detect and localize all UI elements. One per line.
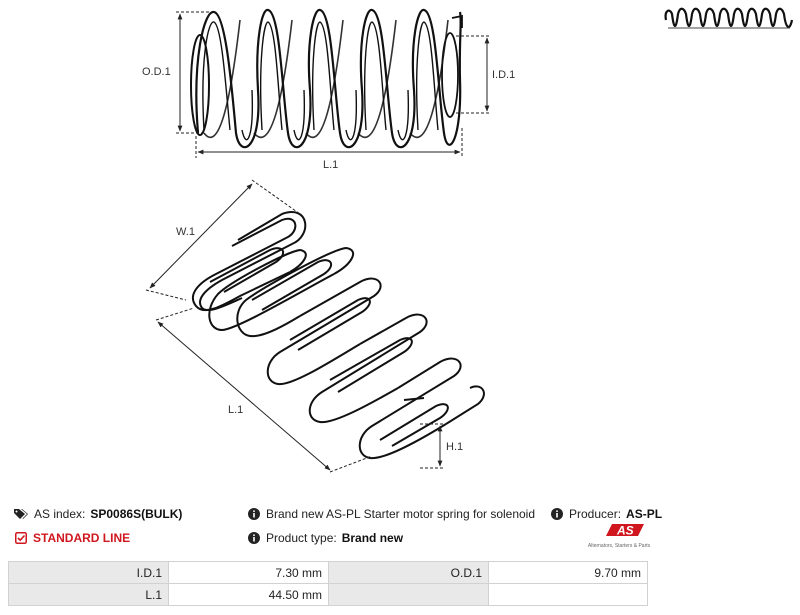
producer-value: AS-PL: [626, 507, 663, 521]
spec-value: 7.30 mm: [168, 561, 329, 584]
product-type-value: Brand new: [341, 531, 404, 545]
specification-table: I.D.1 7.30 mm O.D.1 9.70 mm L.1 44.50 mm: [8, 561, 648, 606]
as-index-label: AS index:: [34, 507, 86, 521]
spring-photo-thumbnail[interactable]: [664, 7, 794, 29]
as-index-value: SP0086S(BULK): [90, 507, 183, 521]
as-pl-logo: AS: [584, 522, 654, 554]
product-type: Product type: Brand new: [248, 527, 403, 549]
info-icon: [551, 508, 563, 520]
spec-key: O.D.1: [328, 561, 489, 584]
spec-key: I.D.1: [8, 561, 169, 584]
id-label: I.D.1: [492, 69, 515, 81]
standard-line-label: STANDARD LINE: [33, 531, 131, 545]
producer-label: Producer:: [569, 507, 622, 521]
spec-value: 44.50 mm: [168, 583, 329, 606]
od-label: O.D.1: [142, 66, 171, 78]
spring-perspective-view: [191, 211, 485, 460]
logo-caption: Alternators, Starters & Parts: [587, 543, 651, 549]
width-label: W.1: [176, 226, 195, 238]
bottom-length-label: L.1: [228, 404, 243, 416]
table-row: I.D.1 7.30 mm O.D.1 9.70 mm: [8, 561, 648, 584]
spec-key: [328, 583, 489, 606]
spec-value: 9.70 mm: [488, 561, 648, 584]
as-index: AS index: SP0086S(BULK): [14, 503, 182, 525]
info-row-2: STANDARD LINE Product type: Brand new: [0, 527, 800, 549]
tags-icon: [14, 508, 28, 520]
product-type-label: Product type:: [266, 531, 337, 545]
top-length-label: L.1: [323, 159, 338, 171]
checkbox-checked-icon: [15, 532, 27, 544]
table-row: L.1 44.50 mm: [8, 583, 648, 606]
info-row-1: AS index: SP0086S(BULK) Brand new AS-PL …: [0, 503, 800, 525]
info-icon: [248, 508, 260, 520]
bottom-dimensions: [145, 179, 444, 473]
logo-text: AS: [616, 524, 634, 538]
info-icon: [248, 532, 260, 544]
top-dimensions: [176, 11, 490, 158]
spring-technical-drawing: O.D.1 I.D.1 L.1 W.1 L.1 H.1: [142, 7, 794, 473]
standard-line: STANDARD LINE: [15, 527, 130, 549]
spec-value: [488, 583, 648, 606]
producer: Producer: AS-PL: [551, 503, 662, 525]
description: Brand new AS-PL Starter motor spring for…: [248, 503, 535, 525]
description-text: Brand new AS-PL Starter motor spring for…: [266, 507, 536, 521]
height-label: H.1: [446, 441, 463, 453]
spec-key: L.1: [8, 583, 169, 606]
spring-side-view: [190, 8, 463, 149]
